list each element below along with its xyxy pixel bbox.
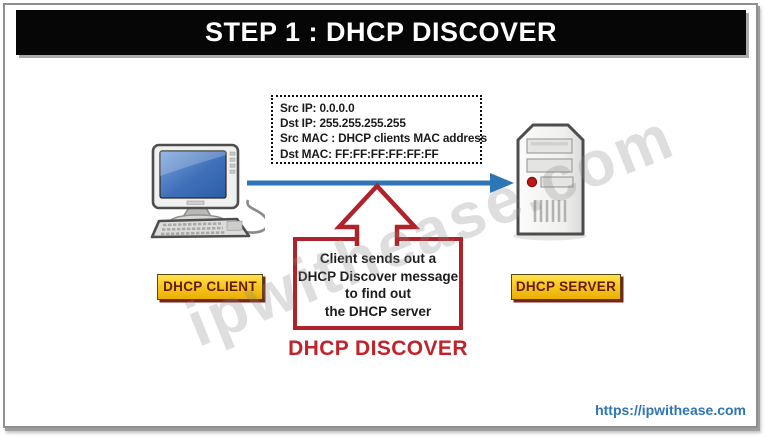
callout-up-arrow-icon (333, 182, 421, 246)
callout-line: Client sends out a (319, 251, 437, 266)
callout-line: to find out (345, 286, 411, 301)
step-title: STEP 1 : DHCP DISCOVER (204, 17, 558, 47)
server-vents (533, 200, 567, 222)
packet-src-mac: Src MAC : DHCP clients MAC address (280, 131, 488, 146)
callout-caption: DHCP DISCOVER (288, 337, 468, 360)
site-url-link[interactable]: https://ipwithease.com (595, 402, 746, 418)
server-tower-icon (513, 123, 587, 241)
server-drive-bay (526, 138, 573, 154)
client-computer-icon (150, 143, 265, 239)
callout-box: Client sends out a DHCP Discover message… (293, 237, 463, 330)
keyboard-cable (244, 199, 265, 234)
server-drive-bay (526, 158, 573, 173)
packet-dst-ip: Dst IP: 255.255.255.255 (280, 116, 406, 131)
client-label: DHCP CLIENT (157, 274, 263, 300)
discover-flow-arrow-icon (247, 173, 514, 193)
server-power-led (526, 176, 538, 188)
callout-line: DHCP Discover message (297, 268, 459, 284)
step-title-bar: STEP 1 : DHCP DISCOVER (16, 10, 746, 55)
client-label-text: DHCP CLIENT (163, 279, 257, 294)
callout-line: the DHCP server (324, 303, 432, 319)
packet-dst-mac: Dst MAC: FF:FF:FF:FF:FF:FF (280, 146, 439, 161)
server-label: DHCP SERVER (511, 274, 621, 300)
server-label-text: DHCP SERVER (515, 279, 617, 294)
dhcp-packet-details-box: Src IP: 0.0.0.0 Dst IP: 255.255.255.255 … (271, 95, 488, 164)
packet-src-ip: Src IP: 0.0.0.0 (280, 101, 355, 115)
monitor-screen (159, 150, 227, 199)
